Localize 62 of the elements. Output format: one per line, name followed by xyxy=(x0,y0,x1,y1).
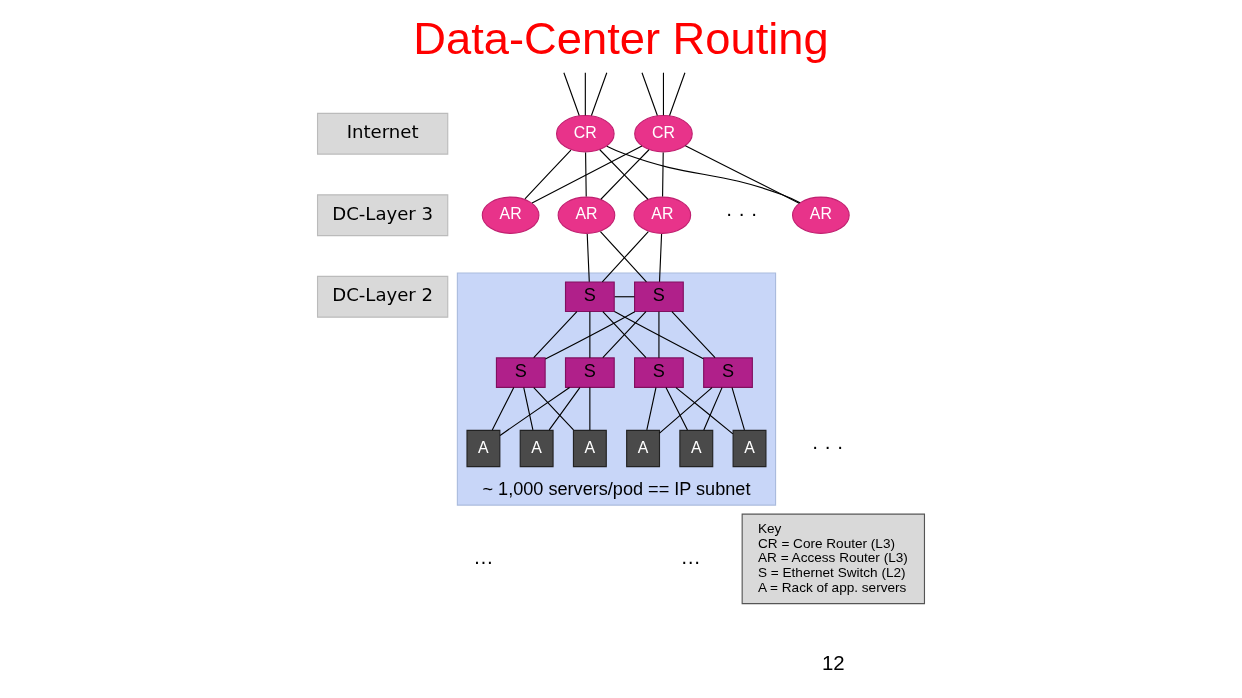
connector xyxy=(584,72,586,116)
connector xyxy=(646,387,657,431)
label: · · · xyxy=(811,435,844,458)
connector xyxy=(731,387,745,431)
connector xyxy=(665,387,689,431)
connector xyxy=(499,386,571,437)
label: 12 xyxy=(821,651,845,674)
node-ellipse: AR xyxy=(557,196,616,234)
node-box: Internet xyxy=(316,112,449,155)
node-ellipse: AR xyxy=(792,196,850,234)
node-box: A xyxy=(519,429,554,468)
connector xyxy=(533,387,575,431)
connector xyxy=(658,233,663,283)
node-box: S xyxy=(495,357,546,388)
connector xyxy=(491,387,515,431)
connector xyxy=(563,72,580,117)
connector xyxy=(523,387,534,431)
connector xyxy=(586,233,590,283)
connector xyxy=(524,149,572,200)
node-ellipse: AR xyxy=(633,196,692,234)
diagram-title: Data-Center Routing xyxy=(413,12,829,64)
connector xyxy=(589,387,591,431)
connector xyxy=(662,72,665,116)
connector xyxy=(533,311,578,359)
connector xyxy=(671,311,716,359)
connector xyxy=(585,151,587,198)
node-box: A xyxy=(572,429,607,468)
label: · · · xyxy=(725,202,758,225)
connector xyxy=(544,311,636,360)
connector xyxy=(684,145,800,204)
connector xyxy=(641,72,658,117)
node-ellipse: CR xyxy=(634,114,693,153)
connector xyxy=(658,311,660,359)
connector xyxy=(590,72,608,117)
node-box: A xyxy=(732,429,767,468)
connector xyxy=(662,151,664,198)
node-box: S xyxy=(634,281,684,313)
connector xyxy=(531,145,643,204)
connector xyxy=(675,387,734,435)
connector xyxy=(613,310,704,360)
node-box: A xyxy=(626,429,661,468)
node-box: S xyxy=(703,357,753,388)
node-box: DC-Layer 2 xyxy=(316,275,449,318)
node-box: S xyxy=(634,357,684,388)
connector xyxy=(548,387,581,431)
connector xyxy=(589,311,591,359)
connector xyxy=(606,145,801,204)
node-box: S xyxy=(564,357,615,388)
node-ellipse: AR xyxy=(481,196,540,234)
connector xyxy=(659,387,713,434)
connector xyxy=(602,311,647,359)
node-box: DC-Layer 3 xyxy=(316,194,449,237)
node-ellipse: CR xyxy=(556,114,615,153)
node-box: S xyxy=(564,281,615,313)
node-box: A xyxy=(679,429,714,468)
connector xyxy=(614,296,635,298)
label: … xyxy=(473,545,494,568)
label: … xyxy=(680,545,701,568)
node-box: Key CR = Core Router (L3) AR = Access Router (L3) S = Ethernet Switch (L2) A = Rack of app. servers xyxy=(741,513,926,605)
node-box: A xyxy=(466,429,501,468)
connector xyxy=(703,387,723,431)
connector xyxy=(669,72,686,117)
